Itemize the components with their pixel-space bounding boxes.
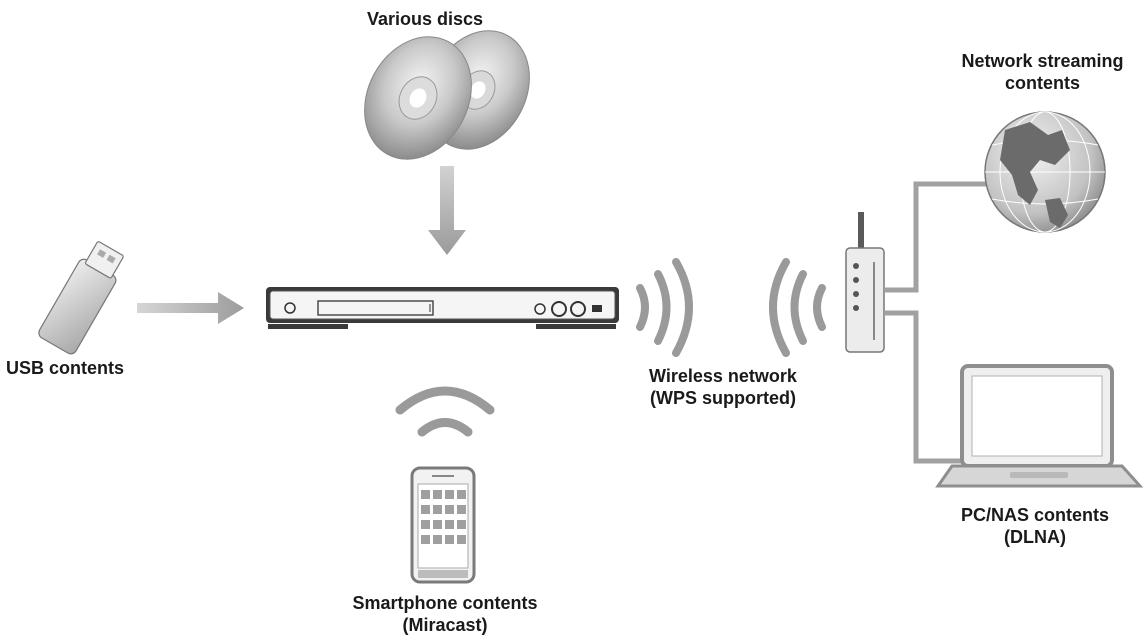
disc-icon	[364, 30, 530, 160]
label-various-discs: Various discs	[350, 8, 500, 30]
usb-drive-icon	[38, 241, 124, 355]
label-network-streaming-line2: contents	[1004, 73, 1080, 93]
label-usb-contents: USB contents	[6, 357, 151, 379]
label-pc-nas-line2: (DLNA)	[1004, 527, 1066, 547]
label-wireless-network-line1: Wireless network	[649, 366, 797, 386]
player-icon	[266, 287, 619, 329]
network-cables	[884, 181, 992, 464]
label-usb-contents-text: USB contents	[6, 358, 125, 378]
smartphone-icon	[410, 466, 476, 584]
wifi-signal-icon	[636, 258, 693, 357]
label-smartphone-line1: Smartphone contents	[352, 593, 538, 613]
label-wireless-network: Wireless network (WPS supported)	[638, 365, 808, 409]
right-arrow	[137, 292, 244, 324]
router-icon	[845, 212, 885, 353]
down-arrow	[428, 166, 466, 255]
label-various-discs-text: Various discs	[366, 9, 484, 29]
label-network-streaming: Network streaming contents	[945, 50, 1140, 94]
label-pc-nas: PC/NAS contents (DLNA)	[935, 504, 1135, 548]
globe-icon	[984, 111, 1106, 233]
label-network-streaming-line1: Network streaming	[961, 51, 1124, 71]
laptop-icon	[935, 364, 1143, 488]
router-signal-icon	[769, 258, 826, 357]
label-smartphone-line2: (Miracast)	[402, 615, 488, 635]
smartphone-wifi-icon	[395, 386, 495, 437]
label-smartphone: Smartphone contents (Miracast)	[325, 592, 565, 636]
label-wireless-network-line2: (WPS supported)	[650, 388, 796, 408]
label-pc-nas-line1: PC/NAS contents	[960, 505, 1110, 525]
